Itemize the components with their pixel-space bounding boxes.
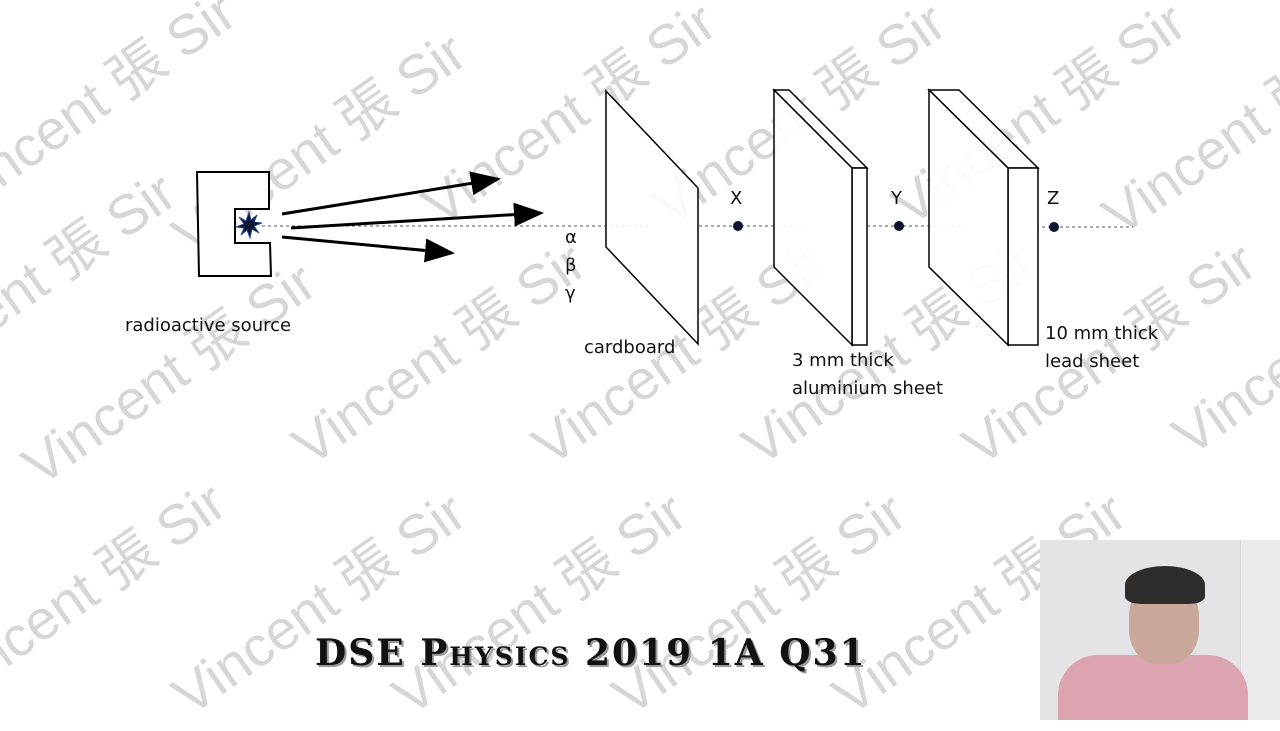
presenter-hair [1125,566,1205,604]
point-z-label: Z [1047,188,1060,209]
cardboard-label: cardboard [584,337,676,358]
lead-label-line2: lead sheet [1045,351,1140,372]
point-y-marker [894,221,904,231]
aluminium-label-line1: 3 mm thick [792,350,894,371]
source-label: radioactive source [125,315,292,336]
alpha-label: α [565,227,577,248]
point-z-marker [1049,222,1059,232]
beta-label: β [565,255,577,276]
lead-label-line1: 10 mm thick [1045,323,1159,344]
presenter-shirt [1058,655,1248,720]
slide-title: DSE Physics 2019 1A Q31 [315,632,867,674]
point-x-label: X [730,188,743,209]
source-container [195,171,273,277]
presenter-webcam [1040,540,1280,720]
radiation-arrows [281,171,544,263]
gamma-label: γ [565,283,576,304]
radioactive-star-icon [235,210,263,240]
aluminium-label-line2: aluminium sheet [792,378,944,399]
point-y-label: Y [891,188,902,209]
cardboard-sheet [605,89,699,346]
point-x-marker [733,221,743,231]
lead-sheet [927,88,1040,347]
aluminium-sheet [772,88,869,347]
